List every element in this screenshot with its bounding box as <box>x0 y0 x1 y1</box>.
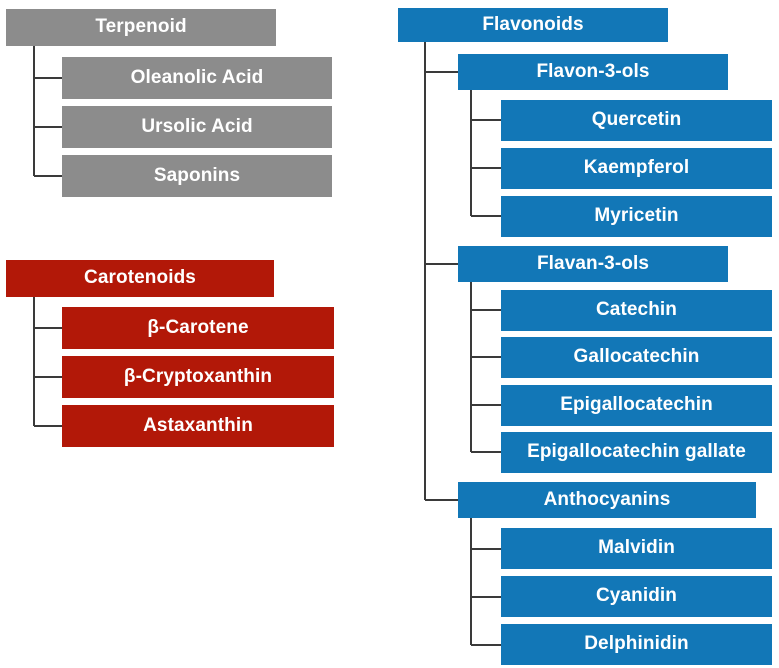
node-malvidin[interactable]: Malvidin <box>501 528 772 569</box>
node-oleanolic-acid[interactable]: Oleanolic Acid <box>62 57 332 99</box>
node-gallocatechin[interactable]: Gallocatechin <box>501 337 772 378</box>
node-myricetin[interactable]: Myricetin <box>501 196 772 237</box>
node-catechin[interactable]: Catechin <box>501 290 772 331</box>
node-quercetin[interactable]: Quercetin <box>501 100 772 141</box>
node-kaempferol[interactable]: Kaempferol <box>501 148 772 189</box>
node-anthocyanins[interactable]: Anthocyanins <box>458 482 756 518</box>
node-delphinidin[interactable]: Delphinidin <box>501 624 772 665</box>
node-flavan-3-ols[interactable]: Flavan-3-ols <box>458 246 728 282</box>
node-epigallocatechin[interactable]: Epigallocatechin <box>501 385 772 426</box>
node-beta-carotene[interactable]: β-Carotene <box>62 307 334 349</box>
node-cyanidin[interactable]: Cyanidin <box>501 576 772 617</box>
node-flavon-3-ols[interactable]: Flavon-3-ols <box>458 54 728 90</box>
node-ursolic-acid[interactable]: Ursolic Acid <box>62 106 332 148</box>
node-epigallocatechin-gallate[interactable]: Epigallocatechin gallate <box>501 432 772 473</box>
node-saponins[interactable]: Saponins <box>62 155 332 197</box>
node-beta-cryptoxanthin[interactable]: β-Cryptoxanthin <box>62 356 334 398</box>
node-flavonoids[interactable]: Flavonoids <box>398 8 668 42</box>
node-terpenoid[interactable]: Terpenoid <box>6 9 276 46</box>
node-astaxanthin[interactable]: Astaxanthin <box>62 405 334 447</box>
node-carotenoids[interactable]: Carotenoids <box>6 260 274 297</box>
